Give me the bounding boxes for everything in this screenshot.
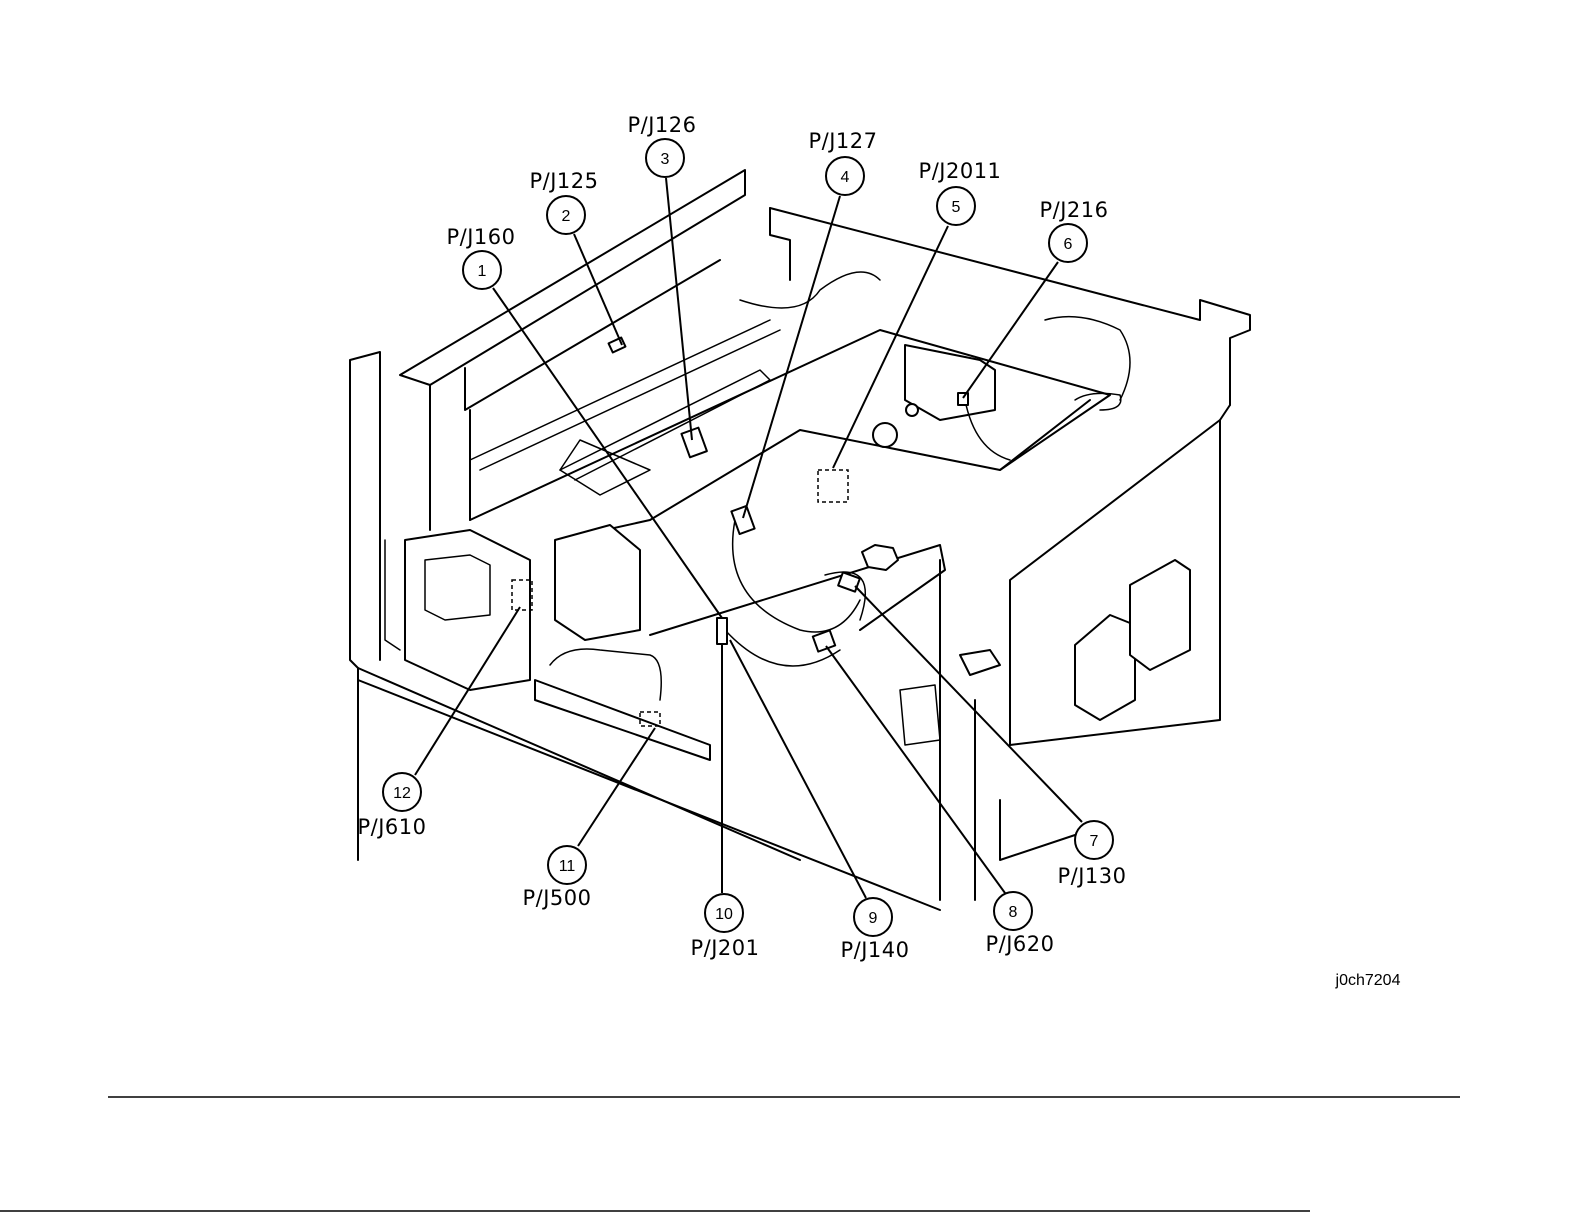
- leader-11: [578, 728, 655, 846]
- figure-code: j0ch7204: [1335, 972, 1401, 989]
- callout-11-label: P/J500: [522, 886, 591, 910]
- callout-9-label: P/J140: [840, 938, 909, 962]
- callout-6-number: 6: [1064, 236, 1073, 253]
- callout-5-label: P/J2011: [919, 159, 1002, 183]
- leader-6: [963, 262, 1058, 398]
- callout-12-number: 12: [393, 785, 411, 802]
- callout-11-number: 11: [559, 858, 576, 875]
- callout-7-number: 7: [1090, 833, 1099, 850]
- callout-2-label: P/J125: [529, 169, 598, 193]
- callout-5-number: 5: [952, 199, 961, 216]
- callout-4-number: 4: [841, 169, 850, 186]
- callout-6-label: P/J216: [1039, 198, 1108, 222]
- callout-7-label: P/J130: [1057, 864, 1126, 888]
- callout-2-number: 2: [562, 208, 571, 225]
- leader-8: [826, 646, 1005, 893]
- callout-10-number: 10: [715, 906, 733, 923]
- callout-12-label: P/J610: [357, 815, 426, 839]
- callout-leaders: [415, 178, 1082, 898]
- callout-9-number: 9: [869, 910, 878, 927]
- callout-3-label: P/J126: [627, 113, 696, 137]
- callout-3-number: 3: [661, 151, 670, 168]
- callout-1-label: P/J160: [446, 225, 515, 249]
- callout-1-number: 1: [478, 263, 487, 280]
- callout-10-label: P/J201: [690, 936, 759, 960]
- leader-2: [574, 234, 622, 345]
- callout-8-number: 8: [1009, 904, 1018, 921]
- leader-3: [666, 178, 692, 440]
- callout-4-label: P/J127: [808, 129, 877, 153]
- leader-7: [855, 586, 1082, 822]
- callout-8-label: P/J620: [985, 932, 1054, 956]
